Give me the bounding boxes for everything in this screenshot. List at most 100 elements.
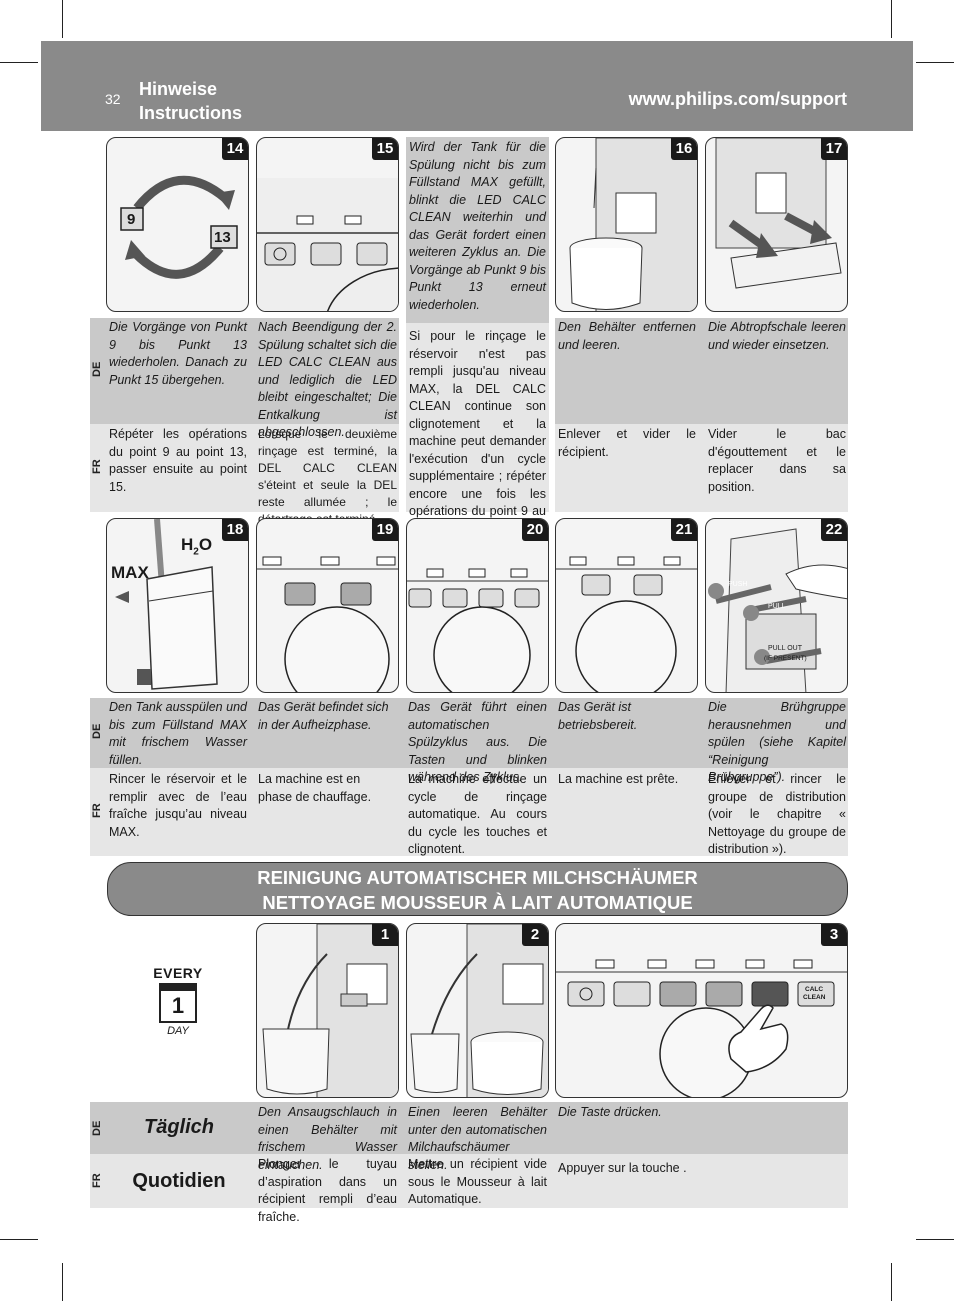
step-14-illustration: 9 13 14 (106, 137, 249, 312)
step-19-text-fr: La machine est en phase de chauffage. (258, 772, 372, 804)
step-number: 2 (522, 924, 548, 946)
step-19-text-de: Das Gerät befindet sich in der Aufheizph… (258, 700, 389, 732)
step-18-illustration: MAX H2O 18 (106, 518, 249, 693)
header-title-de: Hinweise (139, 79, 218, 99)
pull-out-label: PULL OUT (768, 645, 802, 652)
daily-step-2-illustration: 2 (406, 923, 549, 1098)
step-19-illustration: 19 (256, 518, 399, 693)
lang-label-fr: FR (91, 803, 103, 819)
section-title-fr: NETTOYAGE MOUSSEUR À LAIT AUTOMATIQUE (262, 892, 693, 913)
step-number: 3 (821, 924, 847, 946)
step-16-text-fr: Enlever et vider le récipient. (558, 427, 696, 459)
day-label: DAY (167, 1025, 189, 1037)
step-21-text-de: Das Gerät ist betriebsbereit. (558, 700, 638, 732)
frequency-fr: Quotidien (132, 1170, 226, 1192)
push-label: PUSH (728, 581, 748, 588)
step-number: 19 (372, 519, 398, 541)
lang-label-de: DE (91, 361, 103, 377)
step-number: 17 (821, 138, 847, 160)
step-15-illustration: 15 (256, 137, 399, 312)
step-17-text-fr: Vider le bac d'égouttement et le replace… (708, 427, 846, 494)
control-panel-drawing (257, 556, 398, 692)
cycle-start-label: 9 (127, 211, 136, 228)
if-present-label: (IF PRESENT) (764, 655, 807, 662)
step-number: 14 (222, 138, 248, 160)
calendar-icon: 1 (159, 983, 197, 1023)
step-20-illustration: 20 (406, 518, 549, 693)
crop-mark (0, 1239, 38, 1240)
water-tank-drawing (115, 519, 218, 690)
daily-step-3-illustration: CALC CLEAN 3 (555, 923, 848, 1098)
support-url[interactable]: www.philips.com/support (628, 89, 847, 109)
row2-de-band (90, 698, 848, 768)
control-panel-drawing (257, 178, 398, 311)
row3-de-band (90, 1102, 848, 1154)
section-banner: REINIGUNG AUTOMATISCHER MILCHSCHÄUMER NE… (107, 862, 848, 916)
cycle-end-label: 13 (214, 229, 231, 246)
daily-step-1-text-fr: Plonger le tuyau d’aspiration dans un ré… (258, 1157, 397, 1224)
crop-mark (62, 1263, 63, 1301)
pull-label: PULL (768, 603, 786, 610)
row1-fr-band (406, 323, 549, 512)
row1-de-band (555, 318, 848, 424)
drip-tray-drawing (715, 138, 842, 289)
milk-frother-water-drawing (262, 924, 398, 1097)
step-15-text-fr: Lorsque le deuxième rinçage est terminé,… (258, 427, 397, 526)
lang-label-fr: FR (91, 1173, 103, 1189)
page-number: 32 (105, 91, 121, 107)
step-22-illustration: PUSH PULL PULL OUT (IF PRESENT) 22 (705, 518, 848, 693)
lang-label-de: DE (91, 1120, 103, 1136)
step-number: 15 (372, 138, 398, 160)
crop-mark (891, 0, 892, 38)
step-18-text-fr: Rincer le réservoir et le remplir avec d… (109, 772, 247, 839)
step-21-illustration: 21 (555, 518, 698, 693)
daily-step-1-text-de: Den Ansaugschlauch in einen Behälter mit… (258, 1105, 397, 1172)
row2-fr-band (90, 768, 848, 856)
daily-step-2-text-fr: Mettre un récipient vide sous le Mousseu… (408, 1157, 547, 1206)
crop-mark (62, 0, 63, 38)
step-14-text-de: Die Vorgänge von Punkt 9 bis Punkt 13 wi… (109, 320, 247, 387)
every-label: EVERY (153, 965, 203, 981)
cycle-arrows-icon (120, 175, 238, 279)
row1-fr-band (555, 424, 848, 512)
step-number: 22 (821, 519, 847, 541)
daily-step-3-text-fr: Appuyer sur la touche . (558, 1161, 687, 1175)
calc-label: CALC (805, 986, 824, 993)
step-17-text-de: Die Abtropfschale leeren und wieder eins… (708, 320, 846, 352)
step-number: 1 (372, 924, 398, 946)
frequency-de: Täglich (143, 1116, 214, 1138)
control-panel-drawing (407, 568, 548, 692)
brew-group-drawing (708, 528, 847, 692)
frequency-icon: EVERY 1 DAY (150, 965, 206, 1037)
daily-step-3-text-de: Die Taste drücken. (558, 1105, 662, 1119)
step-15-note-fr: Si pour le rinçage le réservoir n'est pa… (409, 329, 546, 536)
step-15-note-de-bg (406, 137, 549, 323)
row1-fr-band (90, 424, 399, 512)
row3-fr-band (90, 1154, 848, 1208)
step-number: 16 (671, 138, 697, 160)
step-number: 21 (671, 519, 697, 541)
control-panel-press-drawing (556, 959, 847, 1097)
step-20-text-de: Das Gerät führt einen automatischen Spül… (408, 700, 547, 784)
calendar-day: 1 (171, 993, 185, 1018)
step-17-illustration: 17 (705, 137, 848, 312)
step-number: 20 (522, 519, 548, 541)
crop-mark (916, 62, 954, 63)
step-number: 18 (222, 519, 248, 541)
step-14-text-fr: Répéter les opérations du point 9 au poi… (109, 427, 247, 494)
step-22-text-de: Die Brühgruppe herausnehmen und spülen (… (708, 700, 846, 784)
lang-label-de: DE (91, 723, 103, 739)
step-22-text-fr: Enlever et rincer le groupe de distribut… (708, 772, 846, 856)
max-label: MAX (111, 563, 149, 582)
step-16-text-de: Den Behälter entfernen und leeren. (558, 320, 696, 352)
daily-step-2-text-de: Einen leeren Behälter unter den automati… (408, 1105, 547, 1172)
control-panel-drawing (556, 556, 697, 692)
clean-label: CLEAN (803, 994, 826, 1001)
h2o-label: H2O (181, 535, 213, 558)
step-20-text-fr: La machine effectue un cycle de rinçage … (408, 772, 547, 856)
coffee-machine-container-drawing (569, 138, 697, 311)
section-title-de: REINIGUNG AUTOMATISCHER MILCHSCHÄUMER (257, 867, 698, 888)
step-21-text-fr: La machine est prête. (558, 772, 679, 786)
crop-mark (891, 1263, 892, 1301)
header-title-en: Instructions (139, 103, 243, 123)
